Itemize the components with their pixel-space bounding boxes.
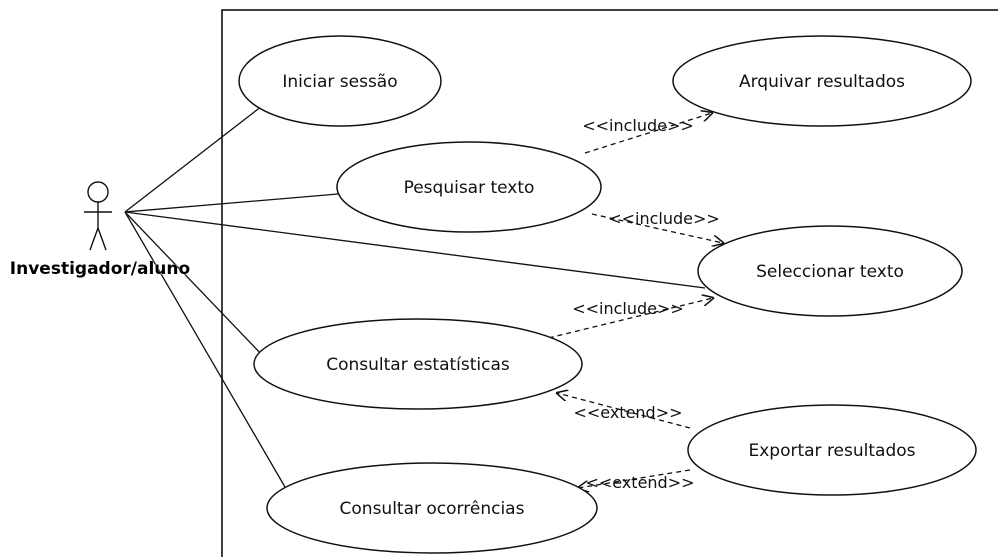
association-estatisticas	[124, 211, 266, 359]
relations	[539, 113, 723, 488]
relation-exportar-ocorrencias	[578, 469, 691, 488]
use-case-arquivar-resultados	[672, 35, 972, 127]
use-case-iniciar-sessao	[238, 35, 442, 127]
relation-label-extend-estatisticas: <<extend>>	[573, 403, 682, 422]
use-case-label-iniciar: Iniciar sessão	[282, 72, 397, 92]
use-case-consultar-ocorrencias	[266, 462, 598, 554]
use-case-exportar-resultados	[687, 404, 977, 496]
actor-icon	[84, 181, 112, 251]
relation-label-include-arquivar: <<include>>	[582, 116, 694, 135]
relation-exportar-estatisticas	[557, 393, 691, 429]
use-case-label-pesquisar: Pesquisar texto	[404, 178, 535, 198]
relation-estatisticas-seleccionar	[539, 298, 713, 341]
association-seleccionar	[124, 211, 706, 289]
relation-pesquisar-seleccionar	[591, 213, 723, 243]
relation-label-include-estatisticas: <<include>>	[572, 299, 684, 318]
use-case-consultar-estatisticas	[253, 318, 583, 410]
relation-label-extend-ocorrencias: <<extend>>	[585, 473, 694, 492]
association-iniciar	[124, 105, 263, 213]
use-case-label-arquivar: Arquivar resultados	[739, 72, 905, 92]
associations	[124, 105, 706, 488]
use-case-pesquisar-texto	[336, 141, 602, 233]
association-ocorrencias	[124, 211, 286, 488]
use-case-seleccionar-texto	[697, 225, 963, 317]
actor-label: Investigador/aluno	[10, 259, 190, 279]
use-case-label-seleccionar: Seleccionar texto	[756, 262, 904, 282]
system-boundary	[221, 9, 998, 557]
relation-pesquisar-arquivar	[584, 113, 712, 154]
association-pesquisar	[124, 193, 339, 213]
relation-label-include-seleccionar: <<include>>	[608, 209, 720, 228]
use-case-label-exportar: Exportar resultados	[748, 441, 915, 461]
use-case-label-ocorrencias: Consultar ocorrências	[340, 499, 525, 519]
use-case-label-estatisticas: Consultar estatísticas	[326, 355, 510, 375]
